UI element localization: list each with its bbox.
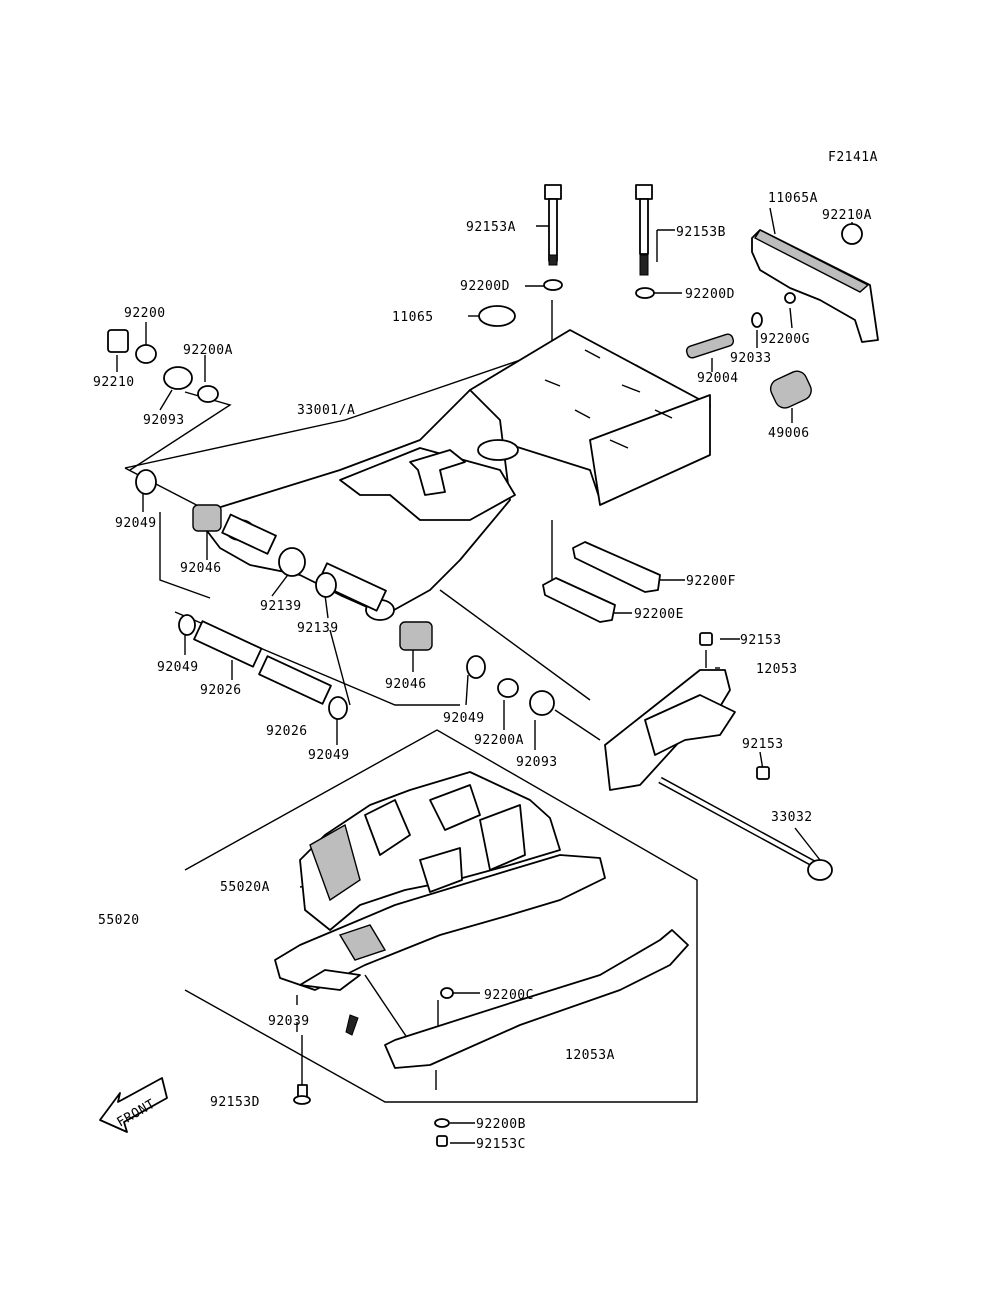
bushing-92139-b bbox=[315, 572, 337, 598]
screw-92153-b bbox=[756, 766, 770, 780]
label-92200A-b: 92200A bbox=[474, 733, 524, 748]
label-92139-b: 92139 bbox=[297, 621, 339, 636]
label-92049-c: 92049 bbox=[443, 711, 485, 726]
washer-92200C bbox=[440, 987, 454, 999]
label-11065: 11065 bbox=[392, 310, 434, 325]
label-55020A: 55020A bbox=[220, 880, 270, 895]
label-92049-a: 92049 bbox=[115, 516, 157, 531]
bearing-92046-a bbox=[192, 504, 222, 532]
bolt-92153A bbox=[543, 184, 563, 291]
label-33001A: 33001/A bbox=[297, 403, 355, 418]
slider-12053A bbox=[384, 929, 689, 1069]
label-92210: 92210 bbox=[93, 375, 135, 390]
label-92200F: 92200F bbox=[686, 574, 736, 589]
washer-92200A-b bbox=[497, 678, 519, 698]
label-92200C: 92200C bbox=[484, 988, 534, 1003]
label-92046-b: 92046 bbox=[385, 677, 427, 692]
label-33032: 33032 bbox=[771, 810, 813, 825]
figure-code: F2141A bbox=[828, 150, 878, 165]
label-92153-b: 92153 bbox=[742, 737, 784, 752]
label-92200D-b: 92200D bbox=[685, 287, 735, 302]
washer-92200G bbox=[784, 292, 796, 304]
washer-92200A bbox=[197, 385, 219, 403]
rubber-49006 bbox=[769, 370, 812, 409]
washer-92200 bbox=[135, 344, 157, 364]
label-92139-a: 92139 bbox=[260, 599, 302, 614]
bearing-92046-b bbox=[399, 621, 433, 651]
label-92153B: 92153B bbox=[676, 225, 726, 240]
bracket-12053 bbox=[604, 669, 736, 791]
collar-92049-b bbox=[178, 614, 196, 636]
screw-92153-a bbox=[699, 632, 713, 646]
nut-92210 bbox=[107, 329, 129, 353]
screw-92153C bbox=[436, 1135, 448, 1147]
label-92153-a: 92153 bbox=[740, 633, 782, 648]
label-92026-b: 92026 bbox=[266, 724, 308, 739]
plate-92200F bbox=[572, 541, 661, 593]
label-11065A: 11065A bbox=[768, 191, 818, 206]
lower-cover-55020 bbox=[274, 771, 606, 991]
nut-92210A bbox=[841, 223, 863, 245]
bolt-92153B bbox=[635, 184, 655, 299]
pin-33032 bbox=[658, 776, 833, 881]
label-92033: 92033 bbox=[730, 351, 772, 366]
seal-92093 bbox=[163, 366, 193, 390]
cap-11065 bbox=[478, 305, 516, 327]
label-92093-b: 92093 bbox=[516, 755, 558, 770]
frame-slots bbox=[544, 349, 673, 449]
front-arrow: FRONT bbox=[99, 1077, 168, 1133]
label-92210A: 92210A bbox=[822, 208, 872, 223]
label-92026-a: 92026 bbox=[200, 683, 242, 698]
label-92153C: 92153C bbox=[476, 1137, 526, 1152]
label-92200A-a: 92200A bbox=[183, 343, 233, 358]
clip-92039 bbox=[345, 1014, 359, 1036]
label-55020: 55020 bbox=[98, 913, 140, 928]
label-92093-a: 92093 bbox=[143, 413, 185, 428]
label-92200: 92200 bbox=[124, 306, 166, 321]
label-92200E: 92200E bbox=[634, 607, 684, 622]
washer-92200B bbox=[434, 1118, 450, 1128]
spacer-92033 bbox=[751, 312, 763, 328]
collar-92049-c bbox=[466, 655, 486, 679]
part-labels: F2141A 92153A 92153B 11065A 92210A 92200… bbox=[93, 150, 878, 1152]
label-12053A: 12053A bbox=[565, 1048, 615, 1063]
label-92049-d: 92049 bbox=[308, 748, 350, 763]
label-92200D-a: 92200D bbox=[460, 279, 510, 294]
label-92004: 92004 bbox=[697, 371, 739, 386]
label-92039: 92039 bbox=[268, 1014, 310, 1029]
lower-hardware bbox=[293, 987, 454, 1147]
sleeve-92026-b bbox=[258, 655, 332, 705]
collar-92049-d bbox=[328, 696, 348, 720]
bushing-92139-a bbox=[278, 547, 306, 577]
label-92046-a: 92046 bbox=[180, 561, 222, 576]
sleeve-92026-a bbox=[193, 620, 263, 668]
label-49006: 49006 bbox=[768, 426, 810, 441]
label-12053: 12053 bbox=[756, 662, 798, 677]
label-92200B: 92200B bbox=[476, 1117, 526, 1132]
plate-92200E bbox=[542, 577, 616, 623]
label-92049-b: 92049 bbox=[157, 660, 199, 675]
swingarm-frame bbox=[194, 329, 711, 621]
hardware bbox=[107, 184, 879, 881]
collar-92049-a bbox=[135, 469, 157, 495]
stud-92004 bbox=[685, 333, 735, 359]
seal-92093-b bbox=[529, 690, 555, 716]
label-92153D: 92153D bbox=[210, 1095, 260, 1110]
label-92200G: 92200G bbox=[760, 332, 810, 347]
label-92153A: 92153A bbox=[466, 220, 516, 235]
leader-lines bbox=[116, 207, 853, 1144]
